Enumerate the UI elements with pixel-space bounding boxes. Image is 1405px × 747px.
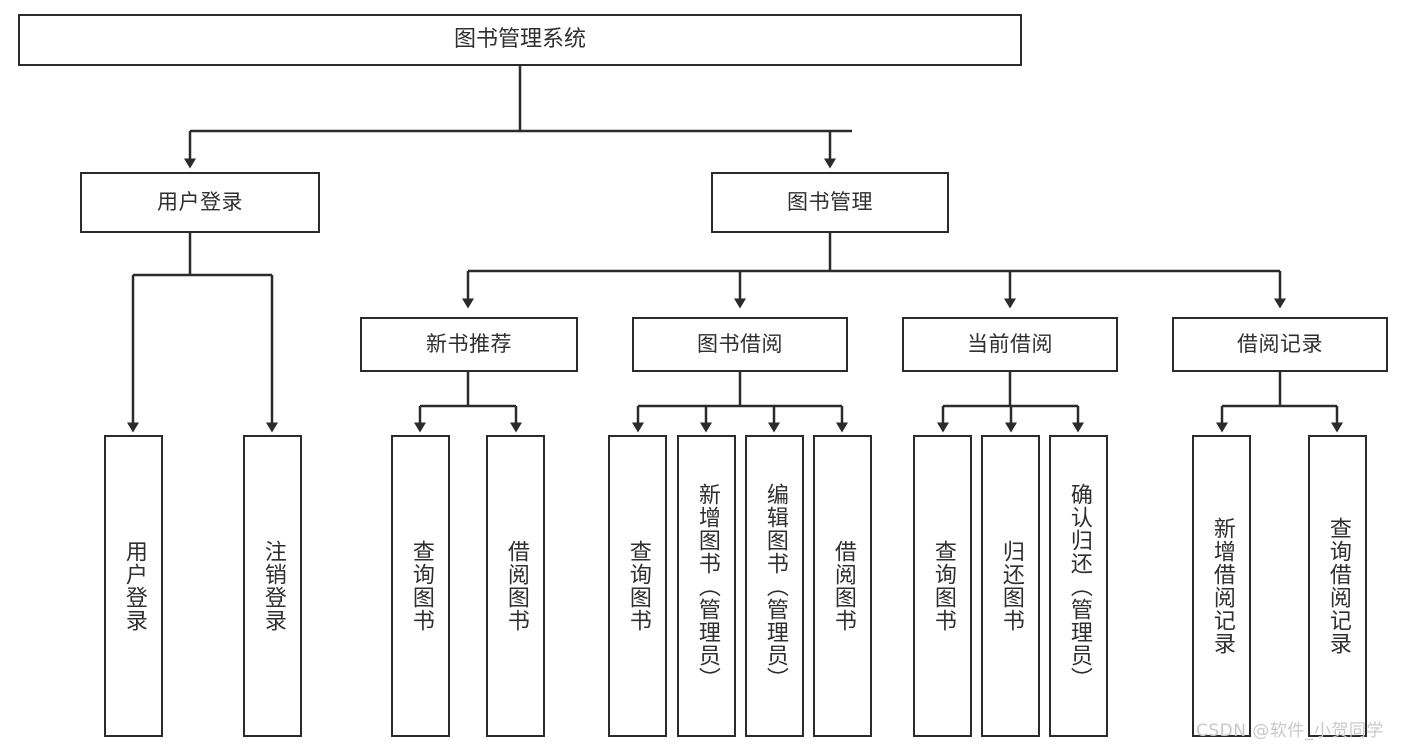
leaf-user-login-2-label: 注销登录 bbox=[260, 540, 286, 632]
leaf-book-borrow-1[interactable]: 查询图书 bbox=[608, 435, 667, 737]
leaf-book-borrow-1-label: 查询图书 bbox=[625, 540, 651, 632]
node-borrow-record[interactable]: 借阅记录 bbox=[1172, 317, 1388, 372]
node-borrow-record-label: 借阅记录 bbox=[1237, 332, 1323, 357]
leaf-user-login-2[interactable]: 注销登录 bbox=[243, 435, 302, 737]
leaf-borrow-record-2-label: 查询借阅记录 bbox=[1325, 517, 1351, 655]
node-current-borrow-label: 当前借阅 bbox=[967, 332, 1053, 357]
leaf-book-borrow-2[interactable]: 新增图书（管理员） bbox=[677, 435, 736, 737]
node-new-book-recommend[interactable]: 新书推荐 bbox=[360, 317, 578, 372]
leaf-borrow-record-1-label: 新增借阅记录 bbox=[1209, 517, 1235, 655]
leaf-current-borrow-3[interactable]: 确认归还（管理员） bbox=[1049, 435, 1108, 737]
node-book-borrow-label: 图书借阅 bbox=[697, 332, 783, 357]
leaf-new-book-1[interactable]: 查询图书 bbox=[391, 435, 450, 737]
node-user-login-label: 用户登录 bbox=[157, 190, 243, 215]
watermark-text: CSDN @软件_小贺同学 bbox=[1196, 721, 1384, 741]
leaf-user-login-1-label: 用户登录 bbox=[121, 540, 147, 632]
node-root-label: 图书管理系统 bbox=[453, 27, 586, 53]
leaf-new-book-2[interactable]: 借阅图书 bbox=[486, 435, 545, 737]
node-book-manage-label: 图书管理 bbox=[787, 190, 873, 215]
node-book-borrow[interactable]: 图书借阅 bbox=[632, 317, 848, 372]
leaf-current-borrow-2[interactable]: 归还图书 bbox=[981, 435, 1040, 737]
leaf-borrow-record-1[interactable]: 新增借阅记录 bbox=[1192, 435, 1251, 737]
leaf-current-borrow-2-label: 归还图书 bbox=[998, 540, 1024, 632]
leaf-book-borrow-2-label: 新增图书（管理员） bbox=[694, 482, 720, 690]
leaf-new-book-2-label: 借阅图书 bbox=[503, 540, 529, 632]
leaf-borrow-record-2[interactable]: 查询借阅记录 bbox=[1308, 435, 1367, 737]
node-new-book-recommend-label: 新书推荐 bbox=[426, 332, 512, 357]
leaf-book-borrow-3[interactable]: 编辑图书（管理员） bbox=[745, 435, 804, 737]
node-root[interactable]: 图书管理系统 bbox=[18, 14, 1022, 66]
node-book-manage[interactable]: 图书管理 bbox=[711, 172, 949, 233]
leaf-book-borrow-4[interactable]: 借阅图书 bbox=[813, 435, 872, 737]
leaf-book-borrow-4-label: 借阅图书 bbox=[830, 540, 856, 632]
leaf-current-borrow-3-label: 确认归还（管理员） bbox=[1066, 482, 1092, 690]
leaf-new-book-1-label: 查询图书 bbox=[408, 540, 434, 632]
leaf-current-borrow-1-label: 查询图书 bbox=[930, 540, 956, 632]
leaf-user-login-1[interactable]: 用户登录 bbox=[104, 435, 163, 737]
node-current-borrow[interactable]: 当前借阅 bbox=[902, 317, 1118, 372]
leaf-current-borrow-1[interactable]: 查询图书 bbox=[913, 435, 972, 737]
node-user-login[interactable]: 用户登录 bbox=[80, 172, 320, 233]
leaf-book-borrow-3-label: 编辑图书（管理员） bbox=[762, 482, 788, 690]
